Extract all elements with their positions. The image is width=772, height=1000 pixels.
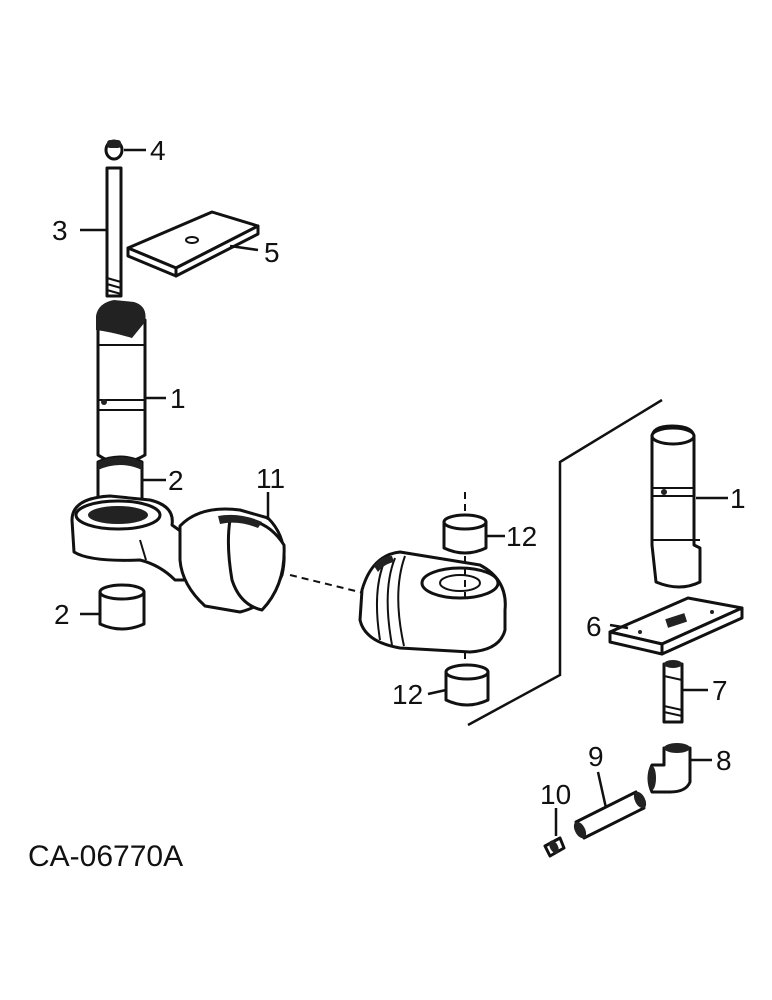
part-12-bushing-top (442, 513, 488, 555)
part-11-steering-arm (70, 494, 286, 614)
group-bracket (467, 398, 663, 727)
part-2-bushing-bottom (98, 583, 146, 631)
callout-3: 3 (52, 215, 68, 246)
callout-2-top: 2 (168, 465, 184, 496)
part-1-spindle-left (96, 300, 147, 464)
part-7-nipple (662, 660, 684, 724)
part-1-spindle-right (650, 424, 702, 589)
callout-4: 4 (150, 135, 166, 166)
callout-6: 6 (586, 611, 602, 642)
callout-1-right: 1 (730, 483, 746, 514)
callout-11: 11 (256, 463, 285, 494)
callout-12-bottom: 12 (392, 679, 423, 710)
callout-5: 5 (264, 237, 280, 268)
callout-1-left: 1 (170, 383, 186, 414)
part-3-stud (105, 166, 123, 298)
part-9-pipe (573, 790, 647, 840)
callout-12-top: 12 (506, 521, 537, 552)
callout-8: 8 (716, 745, 732, 776)
part-11-knuckle-housing (358, 550, 507, 654)
part-6-plate (608, 596, 744, 656)
callout-7: 7 (712, 675, 728, 706)
part-5-plate (126, 210, 260, 278)
part-12-bushing-bottom (444, 663, 490, 707)
part-10-fitting (543, 836, 566, 858)
part-8-elbow (647, 743, 692, 794)
callout-2-bottom: 2 (54, 599, 70, 630)
callout-9: 9 (588, 741, 604, 772)
assembly-line-arm (289, 574, 373, 596)
catalog-code: CA-06770A (28, 840, 183, 873)
part-4-nut (104, 139, 124, 161)
callout-10: 10 (540, 779, 571, 810)
